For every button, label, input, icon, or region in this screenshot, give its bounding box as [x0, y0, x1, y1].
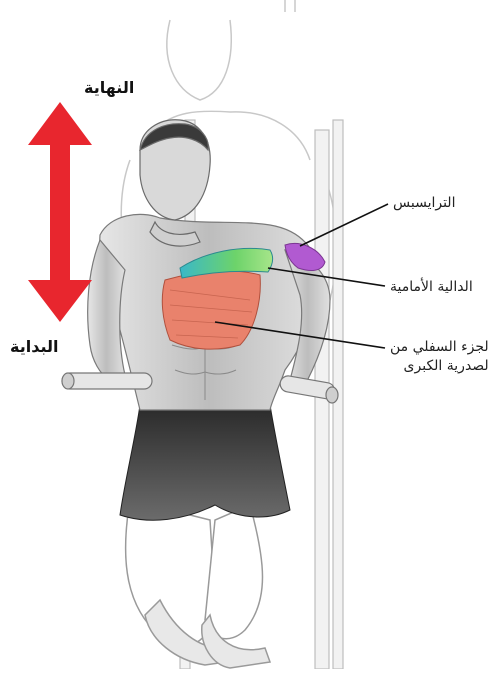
end-phase-label: النهاية	[84, 78, 134, 97]
lower-pectoral-label: الجزء السفلي من الصدرية الكبرى	[390, 338, 490, 376]
lower-pectoral-label-line2: الصدرية الكبرى	[390, 357, 490, 376]
shorts	[120, 405, 290, 520]
front-deltoid-label: الدالية الأمامية	[390, 278, 473, 297]
legs	[126, 500, 270, 668]
lower-pectoral-label-line1: الجزء السفلي من	[390, 338, 490, 357]
range-of-motion-arrow	[28, 102, 92, 322]
triceps-label: الترايسبس	[393, 194, 455, 213]
start-phase-label: البداية	[10, 337, 58, 356]
lower-pectoral-muscle	[162, 271, 260, 349]
